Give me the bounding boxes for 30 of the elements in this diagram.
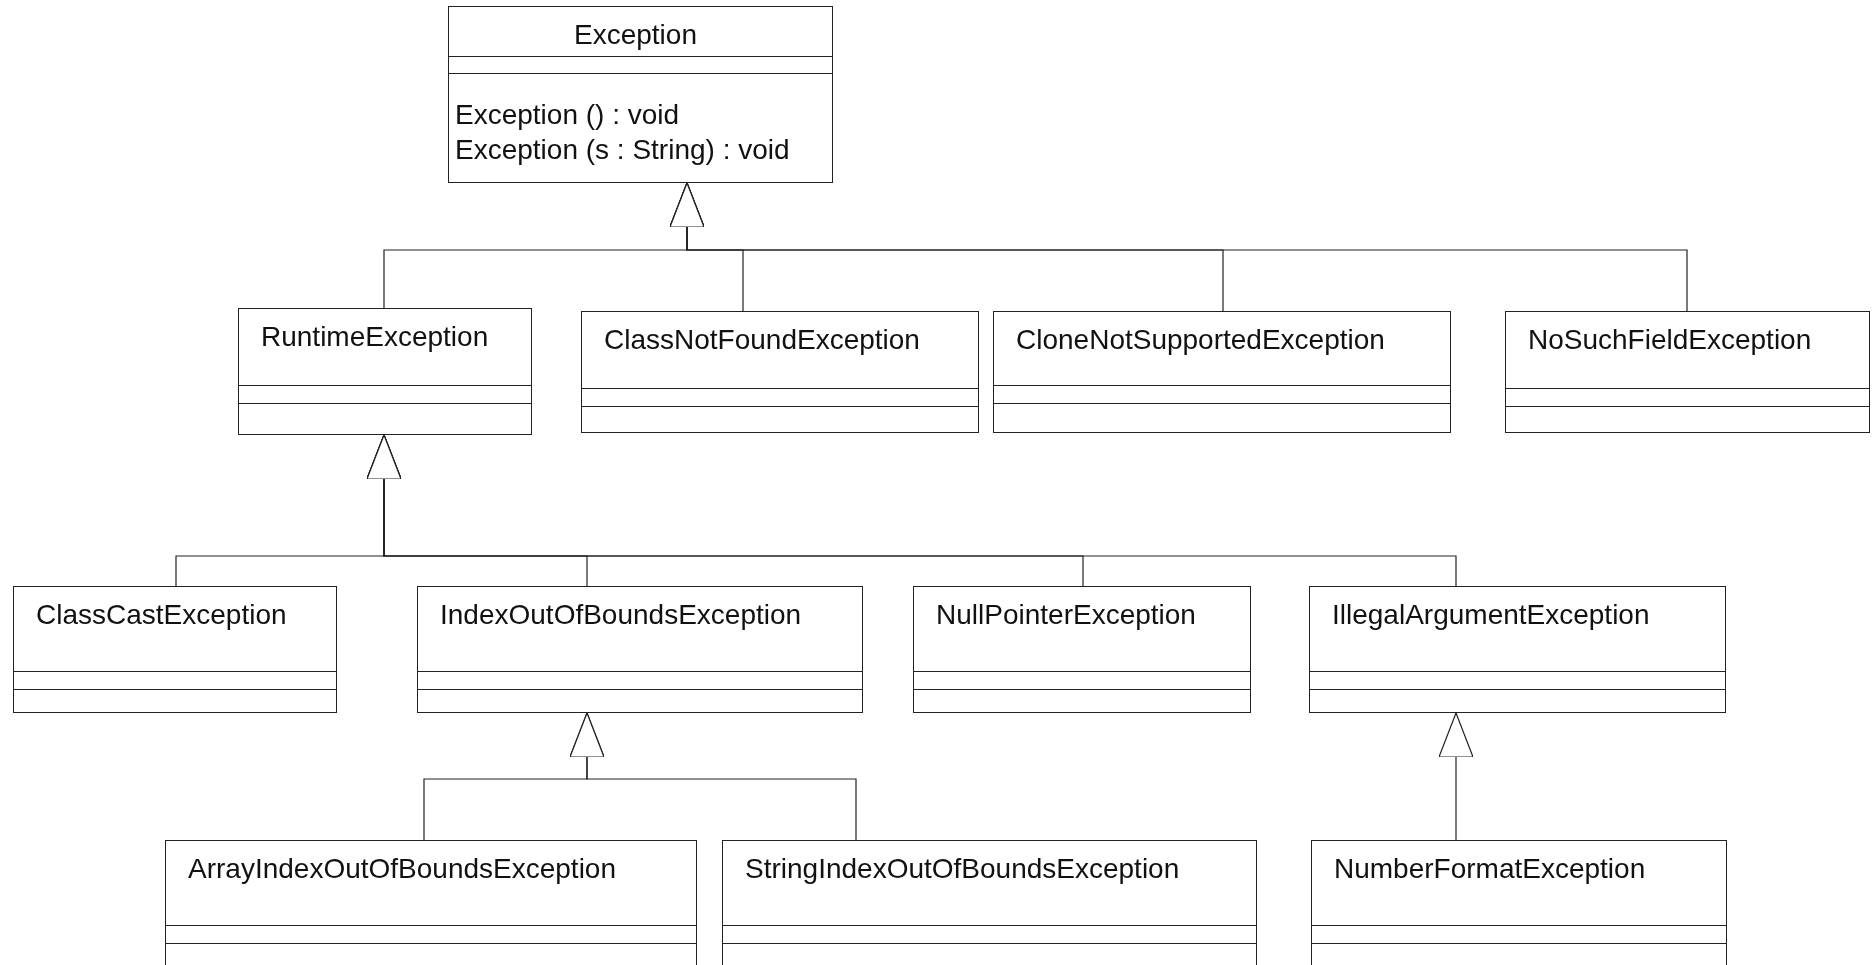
class-name: CloneNotSupportedException — [1016, 324, 1385, 355]
method-signature: Exception (s : String) : void — [455, 133, 790, 167]
inheritance-arrow — [669, 182, 1688, 312]
inheritance-arrow — [569, 712, 857, 841]
class-box — [913, 586, 1251, 713]
inheritance-arrow — [1438, 712, 1474, 841]
class-name: IllegalArgumentException — [1332, 599, 1650, 630]
class-name: RuntimeException — [261, 321, 489, 352]
class-name: ClassNotFoundException — [604, 324, 920, 355]
class-name: StringIndexOutOfBoundsException — [745, 853, 1180, 884]
class-name: ClassCastException — [36, 599, 287, 630]
inheritance-arrow — [366, 434, 1457, 587]
method-signature: Exception () : void — [455, 98, 680, 132]
class-box — [13, 586, 337, 713]
class-name: IndexOutOfBoundsException — [440, 599, 802, 630]
class-box — [417, 586, 863, 713]
class-box — [448, 6, 833, 183]
class-box — [581, 311, 979, 433]
class-name: ArrayIndexOutOfBoundsException — [188, 853, 616, 884]
class-box — [1505, 311, 1870, 433]
class-box — [238, 308, 532, 435]
class-box — [165, 840, 697, 965]
class-name: Exception — [574, 19, 697, 50]
class-box — [1311, 840, 1727, 965]
class-name: NoSuchFieldException — [1528, 324, 1812, 355]
class-name: NumberFormatException — [1334, 853, 1646, 884]
class-name: NullPointerException — [936, 599, 1196, 630]
class-box — [993, 311, 1451, 433]
class-box — [722, 840, 1257, 965]
class-box — [1309, 586, 1726, 713]
